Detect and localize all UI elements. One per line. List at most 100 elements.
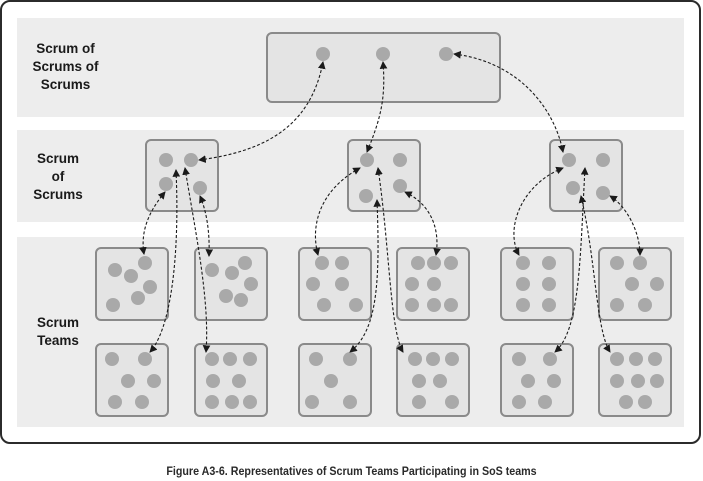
member-dot — [324, 374, 338, 388]
member-dot — [138, 256, 152, 270]
level-label-scrum-teams: Scrum Teams — [18, 314, 98, 350]
representative-link-arrow — [512, 166, 564, 256]
member-dot — [638, 395, 652, 409]
member-dot — [445, 352, 459, 366]
member-dot — [412, 374, 426, 388]
member-dot — [444, 256, 458, 270]
member-dot — [159, 177, 173, 191]
member-dot — [625, 277, 639, 291]
member-dot — [309, 352, 323, 366]
member-dot — [445, 395, 459, 409]
member-dot — [405, 277, 419, 291]
member-dot — [547, 374, 561, 388]
member-dot — [444, 298, 458, 312]
scrum-team-box — [500, 343, 574, 417]
member-dot — [427, 277, 441, 291]
member-dot — [131, 291, 145, 305]
member-dot — [408, 352, 422, 366]
member-dot — [205, 352, 219, 366]
member-dot — [225, 395, 239, 409]
level-label-line: Scrums — [33, 187, 83, 202]
representative-link-arrow — [365, 61, 388, 153]
member-dot — [512, 395, 526, 409]
member-dot — [512, 352, 526, 366]
member-dot — [542, 256, 556, 270]
member-dot — [542, 277, 556, 291]
member-dot — [610, 374, 624, 388]
member-dot — [243, 395, 257, 409]
member-dot — [631, 374, 645, 388]
member-dot — [184, 153, 198, 167]
level-label-line: Scrums — [40, 77, 91, 92]
member-dot — [516, 277, 530, 291]
member-dot — [315, 256, 329, 270]
member-dot — [376, 47, 390, 61]
representative-link-arrow — [182, 167, 211, 353]
member-dot — [193, 181, 207, 195]
member-dot — [393, 179, 407, 193]
member-dot — [223, 352, 237, 366]
member-dot — [335, 277, 349, 291]
member-dot — [405, 298, 419, 312]
member-dot — [542, 298, 556, 312]
member-dot — [633, 256, 647, 270]
representative-link-arrow — [609, 195, 644, 256]
member-dot — [135, 395, 149, 409]
member-dot — [562, 153, 576, 167]
member-dot — [427, 298, 441, 312]
member-dot — [427, 256, 441, 270]
member-dot — [412, 395, 426, 409]
member-dot — [648, 352, 662, 366]
representative-link-arrow — [198, 61, 326, 163]
representative-link-arrow — [139, 191, 166, 255]
member-dot — [106, 298, 120, 312]
member-dot — [306, 277, 320, 291]
member-dot — [566, 181, 580, 195]
member-dot — [121, 374, 135, 388]
member-dot — [143, 280, 157, 294]
level-label-line: Scrum — [36, 151, 80, 166]
member-dot — [335, 256, 349, 270]
representative-link-arrow — [554, 167, 589, 353]
member-dot — [393, 153, 407, 167]
member-dot — [538, 395, 552, 409]
representative-link-arrow — [312, 167, 361, 256]
member-dot — [411, 256, 425, 270]
level-label-line: Scrums of — [32, 59, 99, 74]
level-label-sos: Scrum of Scrums — [18, 150, 98, 204]
member-dot — [238, 256, 252, 270]
member-dot — [426, 352, 440, 366]
member-dot — [349, 298, 363, 312]
member-dot — [244, 277, 258, 291]
member-dot — [232, 374, 246, 388]
representative-link-arrow — [578, 195, 611, 353]
representative-link-arrow — [149, 169, 181, 353]
member-dot — [316, 47, 330, 61]
member-dot — [147, 374, 161, 388]
member-dot — [516, 256, 530, 270]
member-dot — [343, 352, 357, 366]
member-dot — [521, 374, 535, 388]
member-dot — [596, 153, 610, 167]
member-dot — [219, 289, 233, 303]
representative-link-arrow — [375, 167, 404, 353]
member-dot — [206, 374, 220, 388]
member-dot — [610, 256, 624, 270]
member-dot — [439, 47, 453, 61]
member-dot — [105, 352, 119, 366]
member-dot — [433, 374, 447, 388]
member-dot — [243, 352, 257, 366]
member-dot — [124, 269, 138, 283]
member-dot — [205, 395, 219, 409]
member-dot — [629, 352, 643, 366]
member-dot — [360, 153, 374, 167]
member-dot — [650, 277, 664, 291]
representative-link-arrow — [199, 195, 214, 257]
member-dot — [619, 395, 633, 409]
member-dot — [650, 374, 664, 388]
member-dot — [108, 263, 122, 277]
member-dot — [610, 298, 624, 312]
representative-link-arrow — [349, 199, 382, 353]
member-dot — [234, 293, 248, 307]
